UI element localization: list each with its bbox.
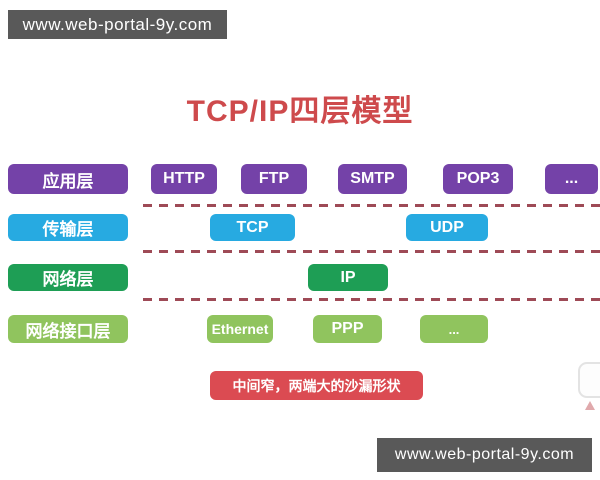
protocol-ppp: PPP: [313, 315, 382, 343]
cropped-watermark-mark-icon: [585, 401, 595, 410]
watermark-url-top: www.web-portal-9y.com: [22, 14, 213, 34]
protocol-http: HTTP: [151, 164, 217, 194]
layer-label-application: 应用层: [8, 164, 128, 194]
hourglass-note: 中间窄，两端大的沙漏形状: [210, 371, 423, 400]
protocol-app-ellipsis: ...: [545, 164, 598, 194]
protocol-ip: IP: [308, 264, 388, 291]
layer-separator-3: [143, 298, 600, 301]
layer-separator-2: [143, 250, 600, 253]
watermark-banner-bottom: www.web-portal-9y.com: [377, 438, 592, 472]
protocol-ethernet: Ethernet: [207, 315, 273, 343]
protocol-ftp: FTP: [241, 164, 307, 194]
layer-separator-1: [143, 204, 600, 207]
cropped-watermark-icon: [578, 362, 600, 398]
protocol-udp: UDP: [406, 214, 488, 241]
protocol-smtp: SMTP: [338, 164, 407, 194]
protocol-pop3: POP3: [443, 164, 513, 194]
protocol-tcp: TCP: [210, 214, 295, 241]
protocol-link-ellipsis: ...: [420, 315, 488, 343]
layer-label-transport: 传输层: [8, 214, 128, 241]
watermark-banner-top: www.web-portal-9y.com: [8, 10, 227, 39]
page-title: TCP/IP四层模型: [186, 95, 414, 128]
layer-label-network: 网络层: [8, 264, 128, 291]
watermark-url-bottom: www.web-portal-9y.com: [394, 446, 575, 463]
layer-label-network-interface: 网络接口层: [8, 315, 128, 343]
